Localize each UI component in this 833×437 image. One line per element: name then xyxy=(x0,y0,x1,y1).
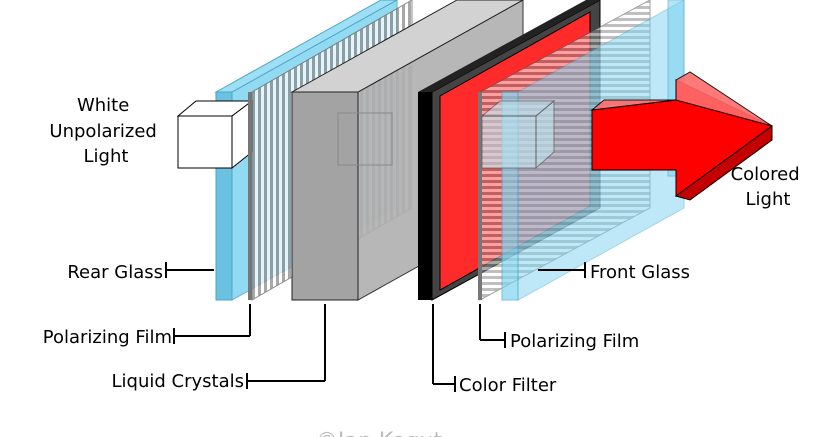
liquid-crystals-label: Liquid Crystals xyxy=(112,371,244,392)
colored-light-label: Colored Light xyxy=(731,164,806,210)
white-light-line-2: Unpolarized xyxy=(49,121,156,142)
white-light-line-1: White xyxy=(77,95,129,116)
colored-light-line-2: Light xyxy=(746,189,791,210)
color-filter-label: Color Filter xyxy=(459,375,557,396)
white-light-line-3: Light xyxy=(84,146,129,167)
polarizing-film-front-leader xyxy=(479,304,506,348)
white-light-cube xyxy=(176,100,254,170)
liquid-crystals-leader xyxy=(246,304,326,389)
credit-watermark: ©Ian Kogut xyxy=(316,429,443,437)
colored-light-arrow xyxy=(590,71,773,201)
front-glass-label: Front Glass xyxy=(590,262,690,283)
polarizing-film-rear-leader xyxy=(173,304,251,344)
color-filter-leader xyxy=(432,304,456,392)
colored-light-line-1: Colored xyxy=(731,164,800,185)
front-glass-leader xyxy=(538,262,586,278)
polarizing-film-front-label: Polarizing Film xyxy=(510,331,639,352)
polarized-light-cube xyxy=(480,99,556,170)
rear-glass-label: Rear Glass xyxy=(67,262,163,283)
white-light-label: White Unpolarized Light xyxy=(49,95,162,167)
polarizing-film-rear-label: Polarizing Film xyxy=(43,327,172,348)
rear-glass-leader xyxy=(165,262,214,278)
